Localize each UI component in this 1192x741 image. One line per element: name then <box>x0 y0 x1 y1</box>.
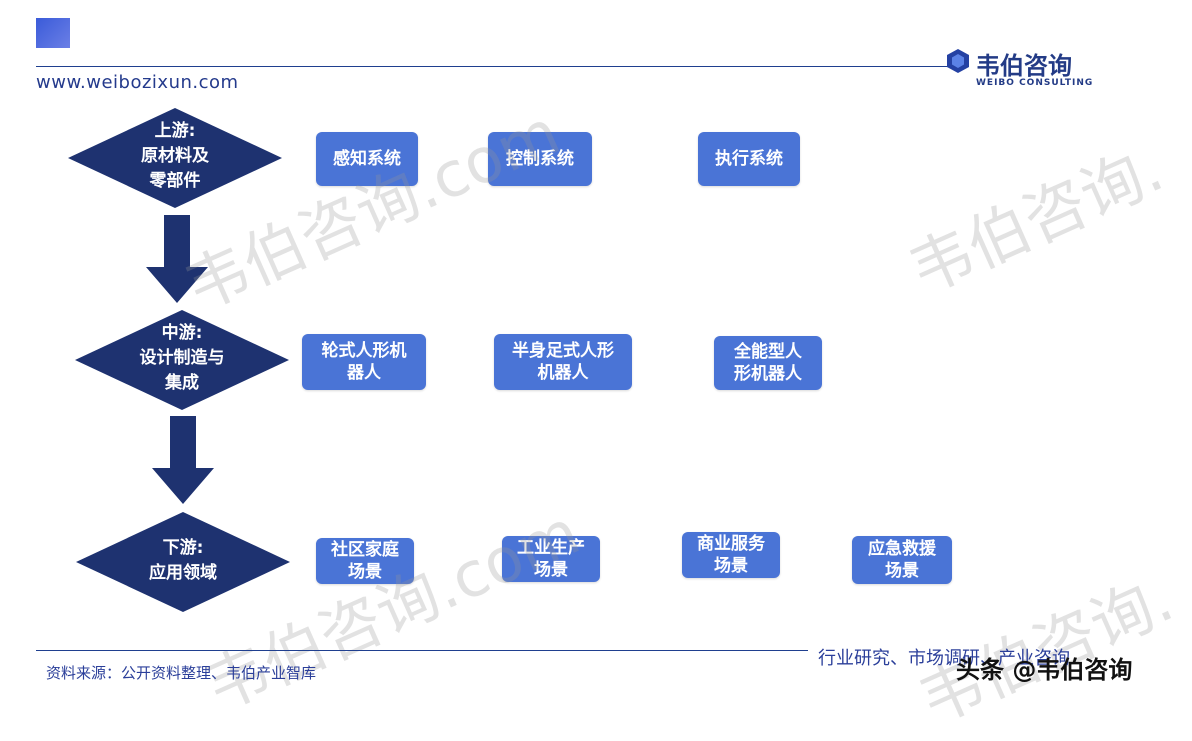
stage-label-line: 零部件 <box>149 171 201 191</box>
box-label: 控制系统 <box>506 149 574 169</box>
downstream-item-commercial: 商业服务 场景 <box>682 532 780 578</box>
box-label-line: 场景 <box>534 560 568 580</box>
box-label-line: 商业服务 <box>697 534 765 554</box>
box-label-line: 器人 <box>347 363 381 383</box>
box-label: 执行系统 <box>715 149 783 169</box>
box-label-line: 轮式人形机 <box>321 341 407 361</box>
source-note: 资料来源：公开资料整理、韦伯产业智库 <box>46 664 317 682</box>
box-label: 感知系统 <box>333 149 401 169</box>
box-label-line: 半身足式人形 <box>512 341 614 361</box>
stage-label-midstream: 中游: 设计制造与 集成 <box>75 321 289 396</box>
box-label-line: 形机器人 <box>734 364 802 384</box>
downstream-item-community: 社区家庭 场景 <box>316 538 414 584</box>
footer-tagline: 行业研究、市场调研、产业咨询 <box>818 648 1070 669</box>
box-label-line: 工业生产 <box>517 538 585 558</box>
down-arrow-icon <box>146 215 208 303</box>
stage-label-line: 集成 <box>165 373 199 393</box>
brand-name: 韦伯咨询 <box>976 52 1072 80</box>
box-label-line: 场景 <box>885 561 919 581</box>
midstream-item-half-body: 半身足式人形 机器人 <box>494 334 632 390</box>
stage-label-upstream: 上游: 原材料及 零部件 <box>68 119 282 194</box>
stage-label-line: 原材料及 <box>141 146 209 166</box>
weibo-logo-icon <box>947 49 969 73</box>
stage-label-line: 应用领域 <box>149 563 217 583</box>
stage-label-line: 下游: <box>162 538 204 558</box>
box-label-line: 全能型人 <box>734 342 802 362</box>
upstream-item-perception: 感知系统 <box>316 132 418 186</box>
box-label-line: 应急救援 <box>868 539 936 559</box>
upstream-item-control: 控制系统 <box>488 132 592 186</box>
downstream-item-emergency: 应急救援 场景 <box>852 536 952 584</box>
stage-diamond-upstream <box>68 108 282 208</box>
stage-label-line: 中游: <box>161 323 203 343</box>
midstream-item-all-capable: 全能型人 形机器人 <box>714 336 822 390</box>
box-label-line: 机器人 <box>537 363 589 383</box>
stage-label-line: 设计制造与 <box>139 348 225 368</box>
midstream-item-wheeled: 轮式人形机 器人 <box>302 334 426 390</box>
stage-label-downstream: 下游: 应用领域 <box>76 536 290 586</box>
box-label-line: 场景 <box>348 562 382 582</box>
box-label-line: 社区家庭 <box>331 540 399 560</box>
box-label-line: 场景 <box>714 556 748 576</box>
brand-name-en: WEIBO CONSULTING <box>976 78 1094 88</box>
header-divider <box>36 66 948 67</box>
watermark-text: 韦伯咨询. <box>898 132 1174 308</box>
stage-diamond-downstream <box>76 512 290 612</box>
stage-label-line: 上游: <box>154 121 196 141</box>
down-arrow-icon <box>152 416 214 504</box>
downstream-item-industrial: 工业生产 场景 <box>502 536 600 582</box>
stage-diamond-midstream <box>75 310 289 410</box>
corner-square-decoration <box>36 18 70 48</box>
footer-divider <box>36 650 808 651</box>
site-url: www.weibozixun.com <box>36 72 239 93</box>
upstream-item-execution: 执行系统 <box>698 132 800 186</box>
toutiao-account-badge: 头条 @韦伯咨询 <box>956 656 1133 684</box>
